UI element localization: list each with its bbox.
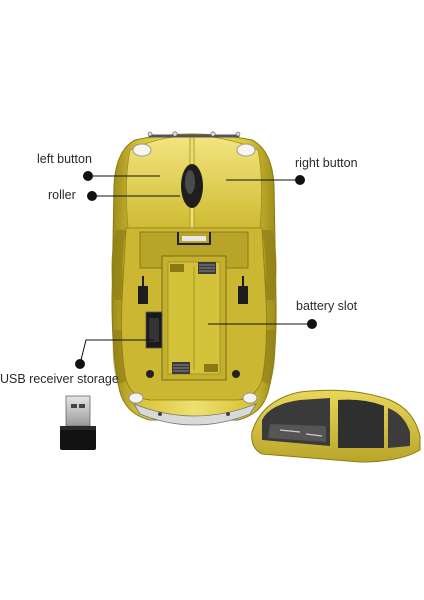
label-battery-slot: battery slot [296,299,358,313]
callout-right-button [226,175,305,185]
callout-battery-slot [208,319,317,329]
mouse-top-shell [251,389,421,463]
label-roller: roller [48,188,76,202]
label-left-button: left button [37,152,92,166]
callout-roller [87,191,180,201]
label-usb-storage: USB receiver storage [0,372,119,386]
mouse-body [111,131,277,426]
battery-spring-bottom [172,362,190,374]
right-button [193,135,262,229]
label-right-button: right button [295,156,358,170]
callout-usb-storage [75,339,154,369]
battery-spring-top [198,262,216,274]
scroll-wheel [181,164,203,208]
callout-left-button [83,171,160,181]
usb-receiver [60,395,96,450]
